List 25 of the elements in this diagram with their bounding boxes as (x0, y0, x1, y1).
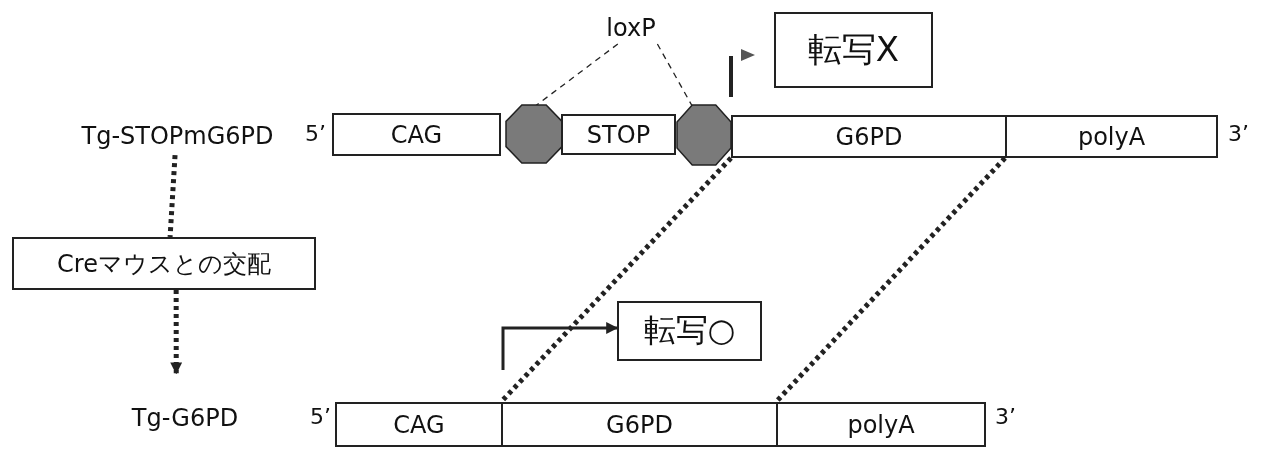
strand-end-label: 3’ (995, 404, 1016, 429)
gene-segment-box: CAG (335, 402, 503, 447)
strand-end-label: 3’ (1228, 121, 1249, 146)
leader-line (656, 43, 694, 108)
transcription-box: 転写X (774, 12, 933, 88)
construct-label: Tg-G6PD (112, 402, 258, 434)
loxp-site-octagon (505, 104, 563, 164)
dotted-line (774, 156, 1007, 404)
dotted-line (499, 156, 733, 404)
gene-segment-box: G6PD (501, 402, 778, 447)
transcription-box: 転写○ (617, 301, 762, 361)
construct-label: Tg-STOPmG6PD (55, 120, 300, 152)
gene-segment-box: polyA (1005, 115, 1218, 158)
gene-segment-box: G6PD (731, 115, 1007, 158)
gene-segment-box: CAG (332, 113, 501, 156)
gene-segment-box: STOP (561, 114, 676, 155)
arrow (170, 290, 183, 375)
dotted-line (167, 155, 178, 238)
promoter-arrow (501, 322, 619, 370)
strand-end-label: 5’ (310, 404, 331, 429)
site-label: loxP (598, 12, 664, 44)
process-box: Creマウスとの交配 (12, 237, 316, 290)
gene-segment-box: polyA (776, 402, 986, 447)
strand-end-label: 5’ (305, 121, 326, 146)
loxp-site-octagon (676, 104, 732, 166)
